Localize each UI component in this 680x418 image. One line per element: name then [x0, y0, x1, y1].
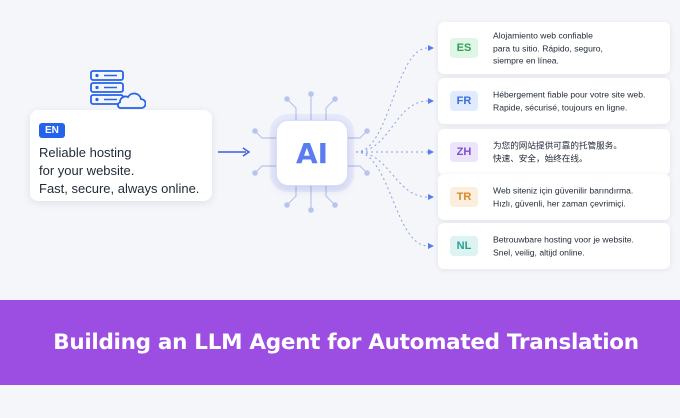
translation-card-fr: FR Hébergement fiable pour votre site we…	[438, 78, 670, 124]
source-lang-badge: EN	[39, 123, 65, 138]
translation-card-nl: NL Betrouwbare hosting voor je website. …	[438, 223, 670, 269]
server-cloud-icon	[90, 70, 146, 109]
source-line: Fast, secure, always online.	[39, 181, 200, 196]
lang-badge-fr: FR	[450, 91, 478, 111]
translation-line: siempre en línea.	[493, 55, 559, 66]
lang-badge-nl: NL	[450, 236, 478, 256]
translation-card-es: ES Alojamiento web confiable para tu sit…	[438, 22, 670, 74]
connector-lines	[218, 45, 434, 249]
translation-line: Hébergement fiable pour votre site web.	[493, 89, 646, 100]
lang-badge-es: ES	[450, 38, 478, 58]
translation-line: Rapide, sécurisé, toujours en ligne.	[493, 102, 628, 112]
translation-line: Snel, veilig, altijd online.	[493, 247, 585, 257]
source-text: Reliable hosting for your website. Fast,…	[39, 144, 203, 198]
translation-card-tr: TR Web siteniz için güvenilir barındırma…	[438, 174, 670, 220]
translation-text: 为您的网站提供可靠的托管服务。 快速、安全，始终在线。	[493, 140, 665, 165]
translation-line: Web siteniz için güvenilir barındırma.	[493, 185, 634, 196]
fanout-connectors	[355, 47, 429, 247]
source-line: Reliable hosting	[39, 145, 132, 160]
source-line: for your website.	[39, 163, 135, 178]
arrow-right-icon	[218, 147, 251, 157]
title-banner: Building an LLM Agent for Automated Tran…	[0, 300, 680, 385]
translation-text: Betrouwbare hosting voor je website. Sne…	[493, 234, 665, 259]
banner-title: Building an LLM Agent for Automated Tran…	[53, 330, 639, 355]
source-text-card: EN Reliable hosting for your website. Fa…	[30, 110, 212, 201]
translation-text: Hébergement fiable pour votre site web. …	[493, 89, 665, 114]
translation-line: Betrouwbare hosting voor je website.	[493, 234, 634, 245]
connector-arrowheads	[428, 45, 434, 249]
ai-chip-icon: AI	[276, 120, 348, 186]
translation-text: Web siteniz için güvenilir barındırma. H…	[493, 185, 665, 210]
translation-text: Alojamiento web confiable para tu sitio.…	[493, 29, 665, 67]
chip-traces	[252, 91, 370, 213]
ai-label: AI	[295, 136, 329, 170]
lang-badge-tr: TR	[450, 187, 478, 207]
translation-line: para tu sitio. Rápido, seguro,	[493, 42, 603, 53]
footer-strip	[0, 385, 680, 418]
translation-line: 快速、安全，始终在线。	[493, 153, 588, 163]
diagram-stage: EN Reliable hosting for your website. Fa…	[30, 22, 670, 269]
translation-line: 为您的网站提供可靠的托管服务。	[493, 140, 622, 151]
lang-badge-zh: ZH	[450, 142, 478, 162]
translation-line: Alojamiento web confiable	[493, 30, 593, 41]
translation-line: Hızlı, güvenli, her zaman çevrimiçi.	[493, 198, 626, 208]
translation-card-zh: ZH 为您的网站提供可靠的托管服务。 快速、安全，始终在线。	[438, 129, 670, 175]
